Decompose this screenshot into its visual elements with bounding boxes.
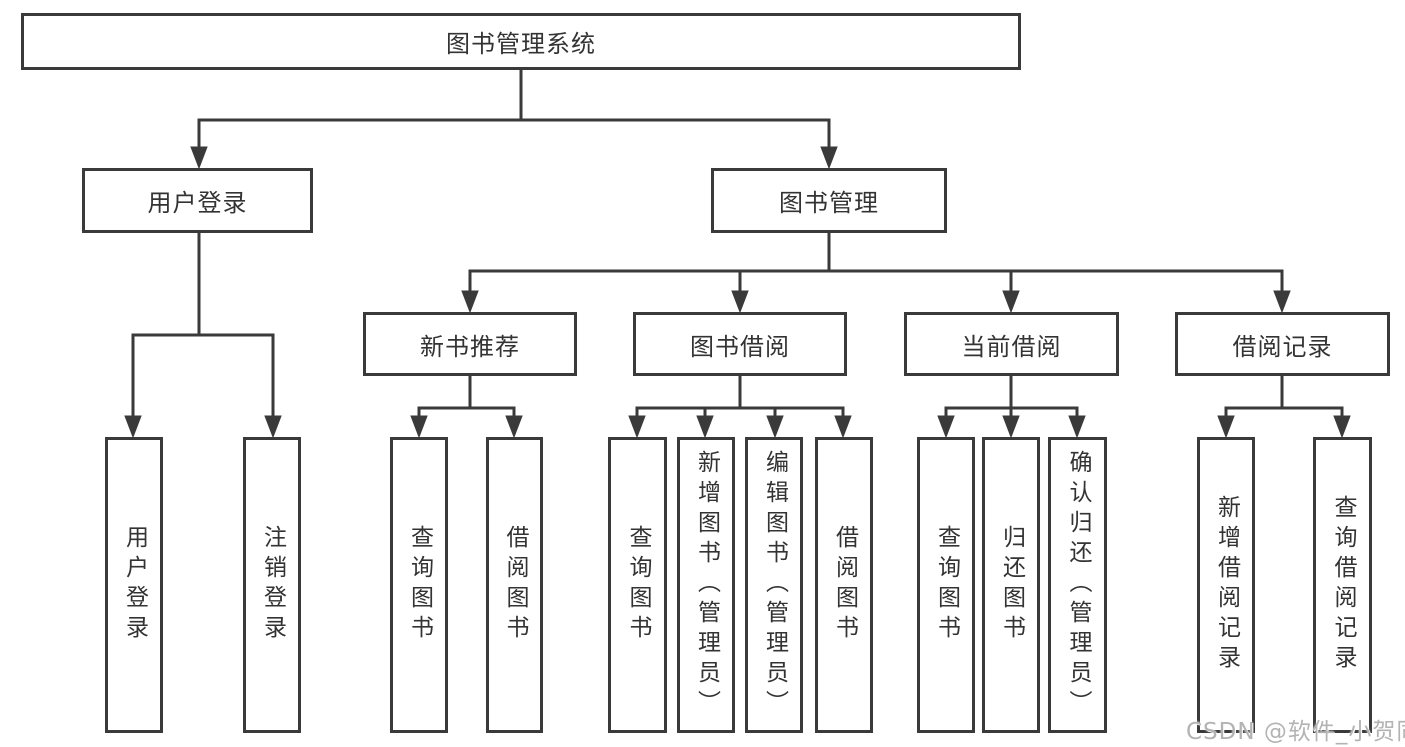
leaf-logout-label: 注销登录 — [259, 525, 286, 645]
leaf-borrow-query-label: 查询图书 — [625, 525, 651, 645]
leaf-current-return: 归还图书 — [982, 437, 1040, 733]
leaf-records-query-label: 查询借阅记录 — [1330, 495, 1356, 675]
arrowhead-icon — [190, 146, 208, 170]
arrowhead-icon — [820, 146, 838, 170]
leaf-borrow-borrow: 借阅图书 — [815, 437, 873, 733]
csdn-watermark: CSDN @软件_小贺同学 — [1186, 719, 1405, 745]
node-new-book-recommend: 新书推荐 — [363, 312, 577, 376]
leaf-newbooks-borrow: 借阅图书 — [486, 437, 543, 733]
leaf-current-query-label: 查询图书 — [933, 525, 960, 645]
node-borrow-records: 借阅记录 — [1175, 312, 1390, 376]
arrowhead-icon — [1002, 290, 1020, 314]
leaf-records-add: 新增借阅记录 — [1197, 437, 1255, 733]
arrowhead-icon — [937, 415, 955, 439]
leaf-borrow-add: 新增图书（管理员） — [677, 437, 735, 733]
leaf-logout: 注销登录 — [243, 437, 301, 733]
leaf-borrow-edit-label: 编辑图书（管理员） — [761, 450, 788, 720]
arrowhead-icon — [1217, 415, 1235, 439]
arrowhead-icon — [1002, 415, 1020, 439]
node-current-borrow-label: 当前借阅 — [961, 332, 1062, 361]
arrowhead-icon — [696, 415, 714, 439]
leaf-borrow-query: 查询图书 — [608, 437, 667, 733]
node-book-borrow: 图书借阅 — [633, 312, 847, 376]
arrowhead-icon — [461, 290, 479, 314]
arrowhead-icon — [124, 415, 142, 439]
node-book-management-label: 图书管理 — [779, 189, 879, 217]
leaf-current-return-label: 归还图书 — [998, 525, 1025, 645]
arrowhead-icon — [505, 415, 523, 439]
node-new-book-recommend-label: 新书推荐 — [420, 332, 520, 361]
leaf-current-confirm: 确认归还（管理员） — [1048, 437, 1107, 733]
arrowhead-icon — [766, 415, 784, 439]
leaf-user-login-label: 用户登录 — [121, 525, 148, 645]
arrowhead-icon — [1333, 415, 1351, 439]
leaf-current-query: 查询图书 — [917, 437, 975, 733]
arrowhead-icon — [1273, 290, 1291, 314]
node-borrow-records-label: 借阅记录 — [1232, 332, 1333, 361]
leaf-borrow-add-label: 新增图书（管理员） — [693, 450, 720, 720]
node-current-borrow: 当前借阅 — [904, 312, 1119, 376]
leaf-borrow-borrow-label: 借阅图书 — [831, 525, 858, 645]
leaf-borrow-edit: 编辑图书（管理员） — [745, 437, 803, 733]
node-book-management: 图书管理 — [711, 168, 947, 233]
leaf-user-login: 用户登录 — [105, 437, 163, 733]
leaf-newbooks-borrow-label: 借阅图书 — [502, 525, 528, 645]
leaf-newbooks-query-label: 查询图书 — [406, 525, 433, 645]
leaf-records-add-label: 新增借阅记录 — [1213, 495, 1240, 675]
arrowhead-icon — [410, 415, 428, 439]
node-root-label: 图书管理系统 — [446, 30, 596, 58]
node-user-login: 用户登录 — [82, 168, 313, 233]
arrowhead-icon — [731, 290, 749, 314]
arrowhead-icon — [628, 415, 646, 439]
node-book-borrow-label: 图书借阅 — [690, 332, 790, 361]
arrowhead-icon — [1068, 415, 1086, 439]
node-root: 图书管理系统 — [21, 13, 1021, 70]
arrowhead-icon — [264, 415, 282, 439]
node-user-login-label: 用户登录 — [147, 189, 248, 217]
leaf-newbooks-query: 查询图书 — [390, 437, 448, 733]
arrowhead-icon — [834, 415, 852, 439]
leaf-current-confirm-label: 确认归还（管理员） — [1065, 450, 1091, 720]
leaf-records-query: 查询借阅记录 — [1313, 437, 1372, 733]
